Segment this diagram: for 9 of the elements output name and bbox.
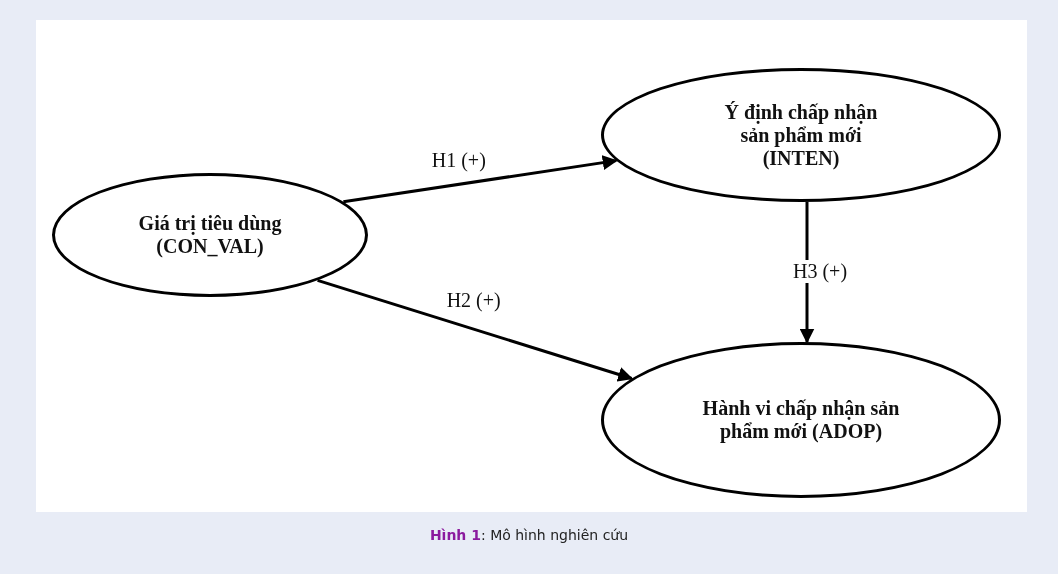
edge-label: H1 (+) [429, 149, 488, 173]
edge-label: H2 (+) [444, 289, 503, 313]
edge-label: H3 (+) [791, 260, 850, 283]
figure-caption: Hình 1: Mô hình nghiên cứu [429, 527, 629, 543]
arrow [317, 278, 634, 382]
node-label: Ý định chấp nhận sản phẩm mới (INTEN) [723, 100, 879, 170]
node-label: Hành vi chấp nhận sản phẩm mới (ADOP) [701, 397, 901, 443]
node-label: Giá trị tiêu dùng (CON_VAL) [137, 212, 283, 258]
arrow [343, 155, 618, 204]
